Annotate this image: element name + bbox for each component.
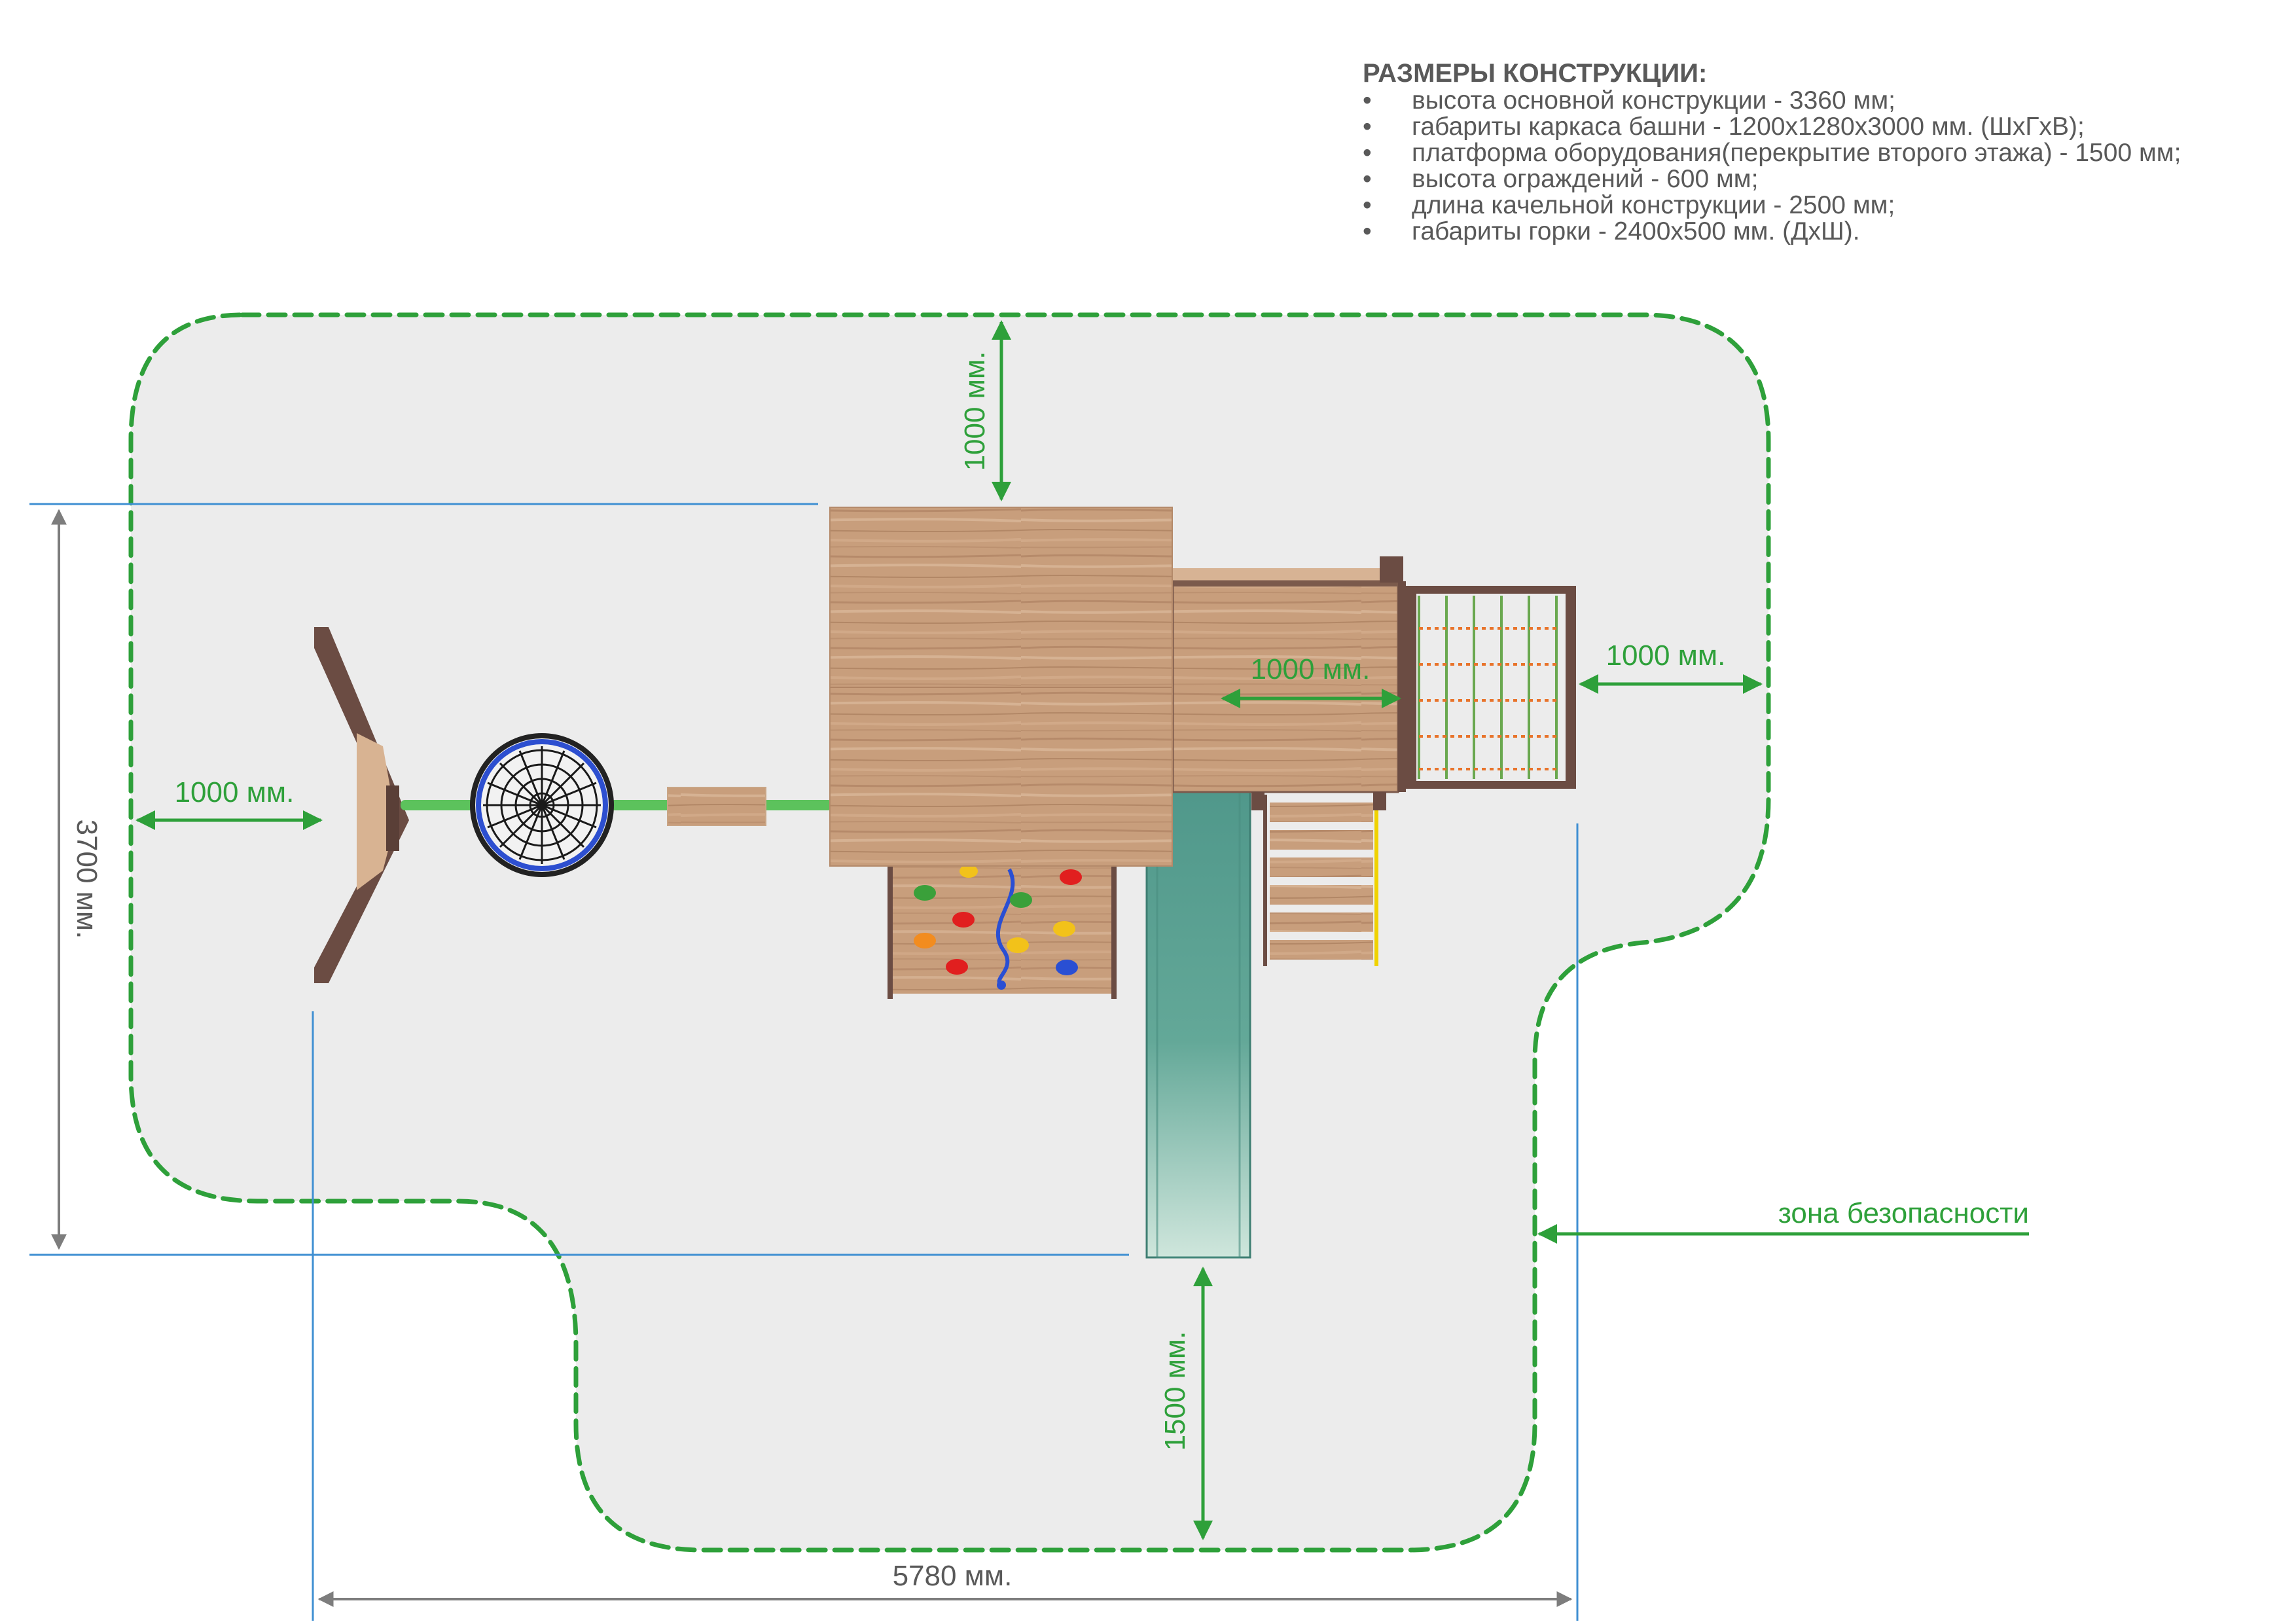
ladder <box>1263 795 1378 966</box>
spec-item: длина качельной конструкции - 2500 мм; <box>1363 192 2181 219</box>
nest-swing <box>470 733 614 877</box>
overall-depth-label: 3700 мм. <box>71 820 103 939</box>
dimension-arrows <box>135 320 2029 1540</box>
specs-title: РАЗМЕРЫ КОНСТРУКЦИИ: <box>1363 59 1708 88</box>
spec-item: габариты каркаса башни - 1200х1280х3000 … <box>1363 114 2181 141</box>
climbing-holds <box>914 865 1082 975</box>
right-clearance-label: 1000 мм. <box>1606 640 1726 672</box>
bridge-deck <box>1172 556 1406 810</box>
construction-specs: РАЗМЕРЫ КОНСТРУКЦИИ: высота основной кон… <box>1363 60 2181 245</box>
cargo-net <box>1406 586 1576 789</box>
spec-item: высота ограждений - 600 мм; <box>1363 166 2181 193</box>
top-clearance-label: 1000 мм. <box>959 352 991 471</box>
swing-crossbar <box>401 800 833 810</box>
bridge-width-label: 1000 мм. <box>1251 653 1371 685</box>
spec-item: высота основной конструкции - 3360 мм; <box>1363 88 2181 115</box>
extension-lines <box>29 503 1579 1621</box>
spec-item: габариты горки - 2400х500 мм. (ДхШ). <box>1363 219 2181 245</box>
slide-clearance-label: 1500 мм. <box>1159 1331 1191 1451</box>
overall-length-label: 5780 мм. <box>893 1560 1013 1592</box>
board-swing-seat <box>667 787 766 826</box>
spec-item: платформа оборудования(перекрытие второг… <box>1363 140 2181 167</box>
swing-a-frame <box>314 627 409 983</box>
climbing-wall <box>888 863 1117 999</box>
specs-list: высота основной конструкции - 3360 мм; г… <box>1363 88 2181 245</box>
safety-zone-label: зона безопасности <box>1778 1197 2029 1229</box>
left-clearance-label: 1000 мм. <box>175 776 295 808</box>
